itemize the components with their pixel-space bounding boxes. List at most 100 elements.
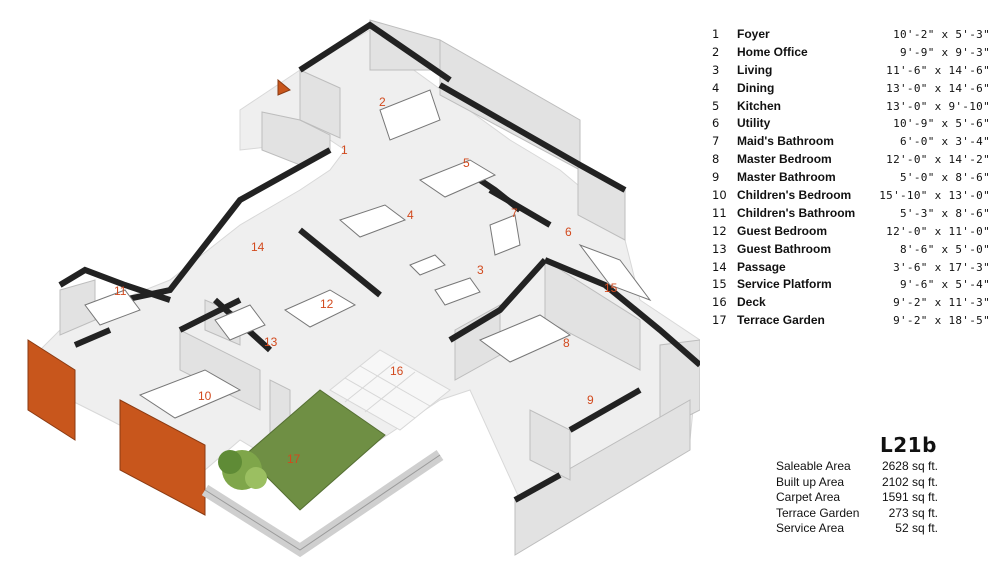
legend-name: Guest Bedroom [737,223,828,238]
area-label: Saleable Area [776,459,851,473]
legend-name: Children's Bedroom [737,188,852,203]
legend-dims: 9'-6" x 5'-4" [900,278,990,292]
legend-dims: 13'-0" x 9'-10" [886,99,990,113]
room-label-12: 12 [320,297,334,311]
room-label-14: 14 [251,240,265,254]
room-label-4: 4 [407,208,414,222]
terrace-tree [218,450,267,490]
deck-tiles [329,349,451,431]
legend-num: 4 [712,80,720,95]
room-label-11: 11 [114,284,127,298]
legend-name: Guest Bathroom [737,241,832,256]
legend-dims: 12'-0" x 11'-0" [886,224,990,238]
room-label-5: 5 [463,156,470,170]
legend-num: 6 [712,116,720,131]
legend-dims: 9'-9" x 9'-3" [900,45,990,59]
area-value: 2102 sq ft. [881,474,938,489]
legend-num: 1 [712,27,720,41]
legend-name: Master Bedroom [737,152,832,167]
room-label-2: 2 [379,95,386,109]
room-label-10: 10 [198,389,212,403]
legend-num: 9 [712,170,720,185]
legend-row-3: 3 Living 11'-6" x 14'-6" [706,62,996,80]
area-value: 273 sq ft. [888,505,938,520]
area-row-carpet: Carpet Area 1591 sq ft. [776,490,938,506]
legend-num: 8 [712,152,720,167]
furniture [84,89,652,419]
legend-row-7: 7 Maid's Bathroom 6'-0" x 3'-4" [706,133,996,151]
walls-light [59,19,700,556]
legend-name: Home Office [737,44,808,59]
legend-num: 12 [712,223,727,238]
legend-name: Dining [737,80,775,95]
legend-name: Utility [737,116,771,131]
room-label-7: 7 [511,206,518,220]
legend-dims: 6'-0" x 3'-4" [900,135,990,149]
legend-num: 7 [712,134,720,149]
legend-dims: 8'-6" x 5'-0" [900,242,990,256]
legend-num: 17 [712,313,727,328]
legend-row-8: 8 Master Bedroom 12'-0" x 14'-2" [706,151,996,169]
area-value: 2628 sq ft. [881,459,938,473]
legend-row-1: 1 Foyer 10'-2" x 5'-3" [706,26,996,44]
legend-name: Children's Bathroom [737,205,856,220]
legend-num: 3 [712,62,720,77]
area-value: 52 sq ft. [895,521,938,536]
room-label-13: 13 [264,335,278,349]
terrace-grass [244,389,386,511]
legend-row-4: 4 Dining 13'-0" x 14'-6" [706,80,996,98]
legend-row-6: 6 Utility 10'-9" x 5'-6" [706,115,996,133]
room-label-6: 6 [565,225,572,239]
legend-dims: 9'-2" x 11'-3" [893,296,990,310]
room-legend: 1 Foyer 10'-2" x 5'-3" 2 Home Office 9'-9" x… [706,26,996,330]
accent-walls [27,78,291,516]
unit-title: L21b [880,433,937,457]
room-label-1: 1 [341,143,348,157]
legend-num: 10 [712,188,727,203]
area-label: Service Area [776,521,845,536]
room-label-3: 3 [477,263,484,277]
legend-dims: 12'-0" x 14'-2" [886,153,990,167]
legend-num: 15 [712,277,727,292]
legend-dims: 11'-6" x 14'-6" [886,63,990,77]
area-row-service: Service Area 52 sq ft. [776,521,938,537]
legend-dims: 3'-6" x 17'-3" [893,260,990,274]
walls-dark [58,21,700,503]
legend-name: Deck [737,295,766,310]
legend-name: Service Platform [737,277,832,292]
legend-name: Passage [737,259,786,274]
legend-name: Kitchen [737,98,782,113]
legend-dims: 10'-2" x 5'-3" [893,28,990,41]
legend-dims: 13'-0" x 14'-6" [886,81,990,95]
legend-dims: 9'-2" x 18'-5" [893,314,990,328]
legend-name: Living [737,62,773,77]
room-label-16: 16 [390,364,404,378]
legend-dims: 5'-0" x 8'-6" [900,171,990,185]
area-row-saleable: Saleable Area 2628 sq ft. [776,459,938,475]
legend-name: Maid's Bathroom [737,134,834,149]
area-label: Terrace Garden [776,505,860,520]
legend-dims: 5'-3" x 8'-6" [900,206,990,220]
room-labels: 1 2 3 4 5 6 7 8 9 10 11 12 13 14 15 16 1… [114,95,618,466]
legend-dims: 10'-9" x 5'-6" [893,117,990,131]
room-label-17: 17 [287,452,301,466]
legend-name: Foyer [737,27,770,41]
isometric-floor-plan: 1 2 3 4 5 6 7 8 9 10 11 12 13 14 15 16 1… [27,19,700,558]
legend-row-15: 15 Service Platform 9'-6" x 5'-4" [706,276,996,294]
legend-row-17: 17 Terrace Garden 9'-2" x 18'-5" [706,312,996,330]
legend-name: Terrace Garden [737,313,825,328]
room-label-9: 9 [587,393,594,407]
area-label: Carpet Area [776,490,841,505]
area-value: 1591 sq ft. [881,490,938,505]
legend-num: 2 [712,44,720,59]
legend-row-2: 2 Home Office 9'-9" x 9'-3" [706,44,996,62]
legend-num: 13 [712,241,727,256]
